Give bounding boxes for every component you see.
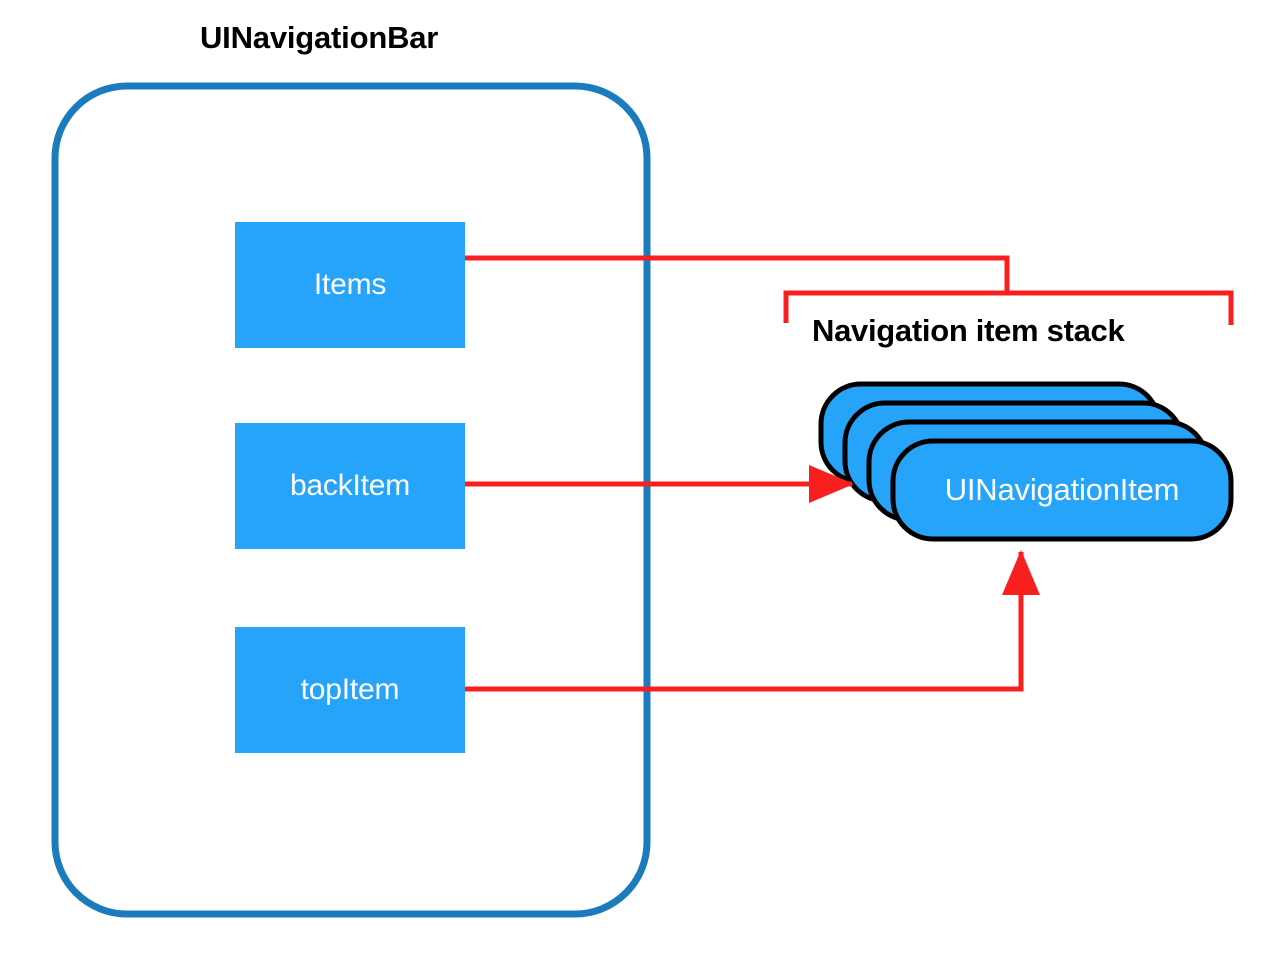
stack-card-front [890, 438, 1234, 542]
connector-topitem [465, 550, 1040, 692]
page-title: UINavigationBar [200, 20, 439, 55]
stack-bracket [783, 290, 1234, 325]
navigation-item-stack-caption: Navigation item stack [812, 313, 1125, 348]
property-box-items[interactable]: Items [235, 222, 465, 348]
property-box-topitem-label: topItem [300, 673, 400, 706]
property-box-backitem[interactable]: backItem [235, 423, 465, 549]
property-box-items-label: Items [313, 268, 387, 301]
stack-card-front-label: UINavigationItem [944, 472, 1180, 507]
navigation-item-stack [818, 381, 1234, 542]
property-box-backitem-label: backItem [289, 469, 411, 502]
property-box-topitem[interactable]: topItem [235, 627, 465, 753]
connector-items [465, 255, 1010, 293]
